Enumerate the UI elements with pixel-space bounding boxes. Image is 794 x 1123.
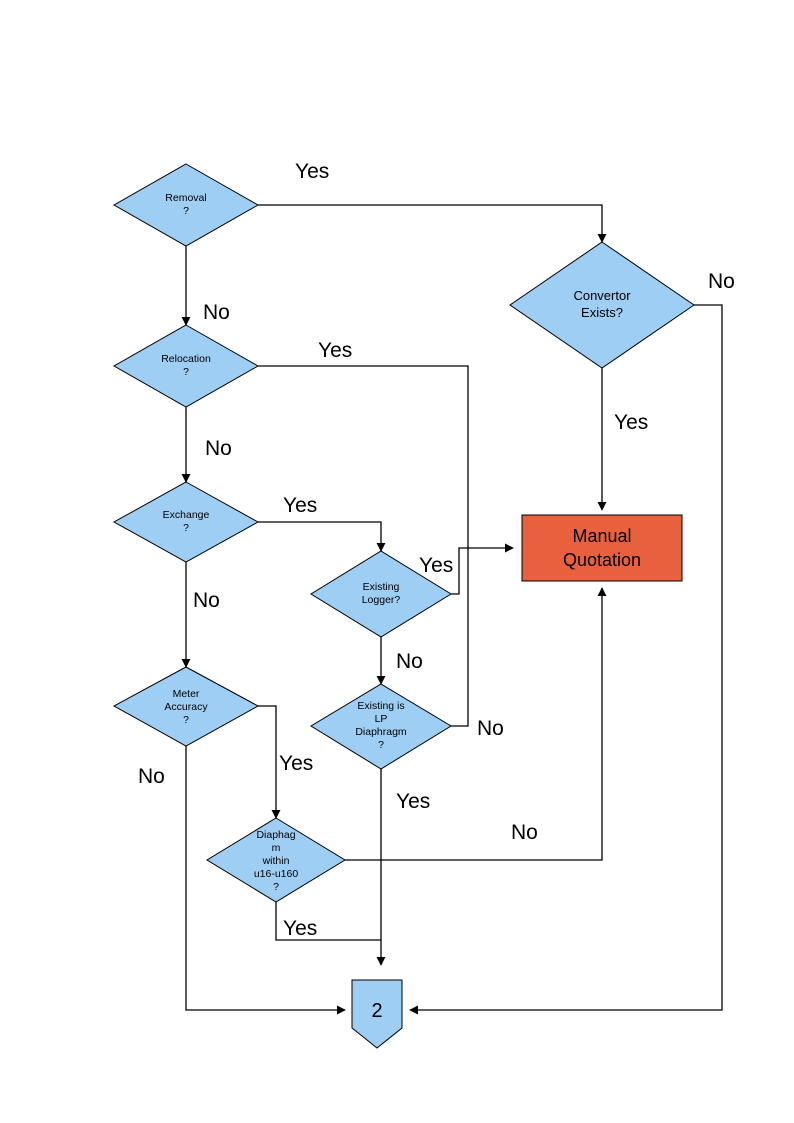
edge-label-existing-logger-yes: Yes xyxy=(419,554,453,577)
edge-exchange-yes xyxy=(258,521,386,552)
node-relocation-label-1: Relocation xyxy=(161,353,211,365)
node-meter-accuracy-label-3: ? xyxy=(183,714,189,726)
edge-label-meter-accuracy-no: No xyxy=(138,765,165,788)
node-exchange-label-2: ? xyxy=(183,522,189,534)
node-relocation[interactable]: Relocation ? xyxy=(112,324,260,408)
node-removal-label-2: ? xyxy=(183,205,189,217)
edge-diaphagm-no xyxy=(345,587,607,861)
node-convertor-label-2: Exists? xyxy=(581,305,623,320)
node-existing-lp-label-1: Existing is xyxy=(357,700,404,712)
edge-meter-accuracy-yes xyxy=(258,705,281,819)
edge-label-convertor-yes: Yes xyxy=(614,411,648,434)
edge-label-removal-yes: Yes xyxy=(295,160,329,183)
node-existing-logger[interactable]: Existing Logger? xyxy=(310,550,452,638)
node-meter-accuracy[interactable]: Meter Accuracy ? xyxy=(112,666,260,747)
edge-label-removal-no: No xyxy=(203,301,230,324)
node-removal-label-1: Removal xyxy=(165,192,206,204)
edge-label-relocation-no: No xyxy=(205,437,232,460)
node-exchange[interactable]: Exchange ? xyxy=(112,481,260,563)
edge-meter-accuracy-no xyxy=(185,746,346,1015)
edge-label-relocation-yes: Yes xyxy=(318,339,352,362)
node-manual-quotation[interactable]: Manual Quotation xyxy=(521,514,683,582)
node-removal[interactable]: Removal ? xyxy=(112,163,260,247)
edge-relocation-yes xyxy=(258,365,514,553)
node-convertor-exists[interactable]: Convertor Exists? xyxy=(509,241,695,369)
node-existing-lp-label-3: Diaphragm xyxy=(355,726,407,738)
edge-existing-logger-yes xyxy=(451,547,468,595)
node-existing-lp-label-4: ? xyxy=(378,739,384,751)
edge-diaphagm-yes xyxy=(275,902,381,941)
edge-convertor-no xyxy=(409,304,723,1015)
node-connector-2[interactable]: 2 xyxy=(351,979,403,1049)
node-existing-lp-label-2: LP xyxy=(375,713,388,725)
edge-label-meter-accuracy-yes: Yes xyxy=(279,752,313,775)
node-exchange-label-1: Exchange xyxy=(163,509,210,521)
node-manual-quotation-label-1: Manual xyxy=(572,526,631,546)
node-diaphagm-label-5: ? xyxy=(273,881,279,893)
edge-label-exchange-yes: Yes xyxy=(283,494,317,517)
edge-label-existing-lp-no: No xyxy=(477,717,504,740)
node-connector-2-label: 2 xyxy=(371,1000,382,1022)
node-diaphagm-label-4: u16-u160 xyxy=(254,868,299,880)
edge-label-existing-logger-no: No xyxy=(396,650,423,673)
edge-label-convertor-no: No xyxy=(708,270,735,293)
node-diaphagm-label-2: m xyxy=(272,842,281,854)
node-existing-logger-label-1: Existing xyxy=(363,581,400,593)
edge-label-exchange-no: No xyxy=(193,589,220,612)
node-meter-accuracy-label-1: Meter xyxy=(173,688,200,700)
edge-label-diaphagm-no: No xyxy=(511,821,538,844)
node-diaphagm-label-3: within xyxy=(262,855,290,867)
edge-label-diaphagm-yes: Yes xyxy=(283,917,317,940)
node-existing-logger-label-2: Logger? xyxy=(362,594,401,606)
edge-existing-lp-no xyxy=(451,548,469,727)
node-convertor-label-1: Convertor xyxy=(573,288,631,303)
node-meter-accuracy-label-2: Accuracy xyxy=(164,701,208,713)
edge-removal-yes xyxy=(258,204,607,243)
node-relocation-label-2: ? xyxy=(183,366,189,378)
node-manual-quotation-label-2: Quotation xyxy=(563,550,641,570)
node-existing-lp-diaphragm[interactable]: Existing is LP Diaphragm ? xyxy=(310,683,452,770)
edge-label-existing-lp-yes: Yes xyxy=(396,790,430,813)
node-diaphagm-label-1: Diaphag xyxy=(256,829,295,841)
node-diaphagm-within[interactable]: Diaphag m within u16-u160 ? xyxy=(206,817,346,903)
